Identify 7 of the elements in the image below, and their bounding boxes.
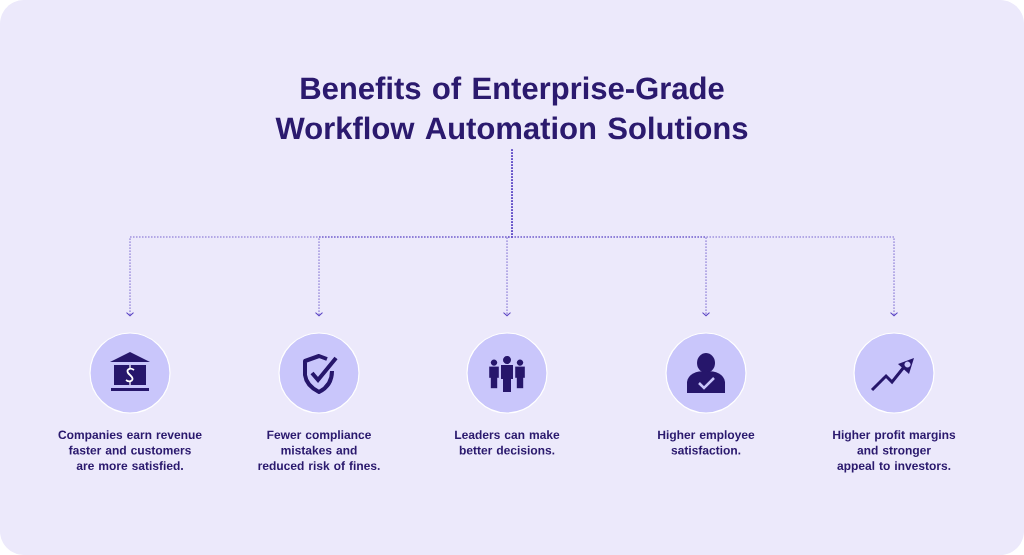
arrow [511, 149, 898, 317]
node-label: Higher profit margins and stronger appeal to investors. [833, 430, 956, 473]
node-label: Fewer compliance mistakes and reduced risk of fines. [258, 430, 380, 470]
title: Benefits of Enterprise-Grade Workflow Automation Solutions [275, 76, 748, 140]
node-label: Companies earn revenue faster and customers are more satisfied. [58, 430, 202, 470]
node-label: Leaders can make better decisions. [455, 430, 560, 455]
node-label: Higher employee satisfaction. [658, 430, 755, 455]
